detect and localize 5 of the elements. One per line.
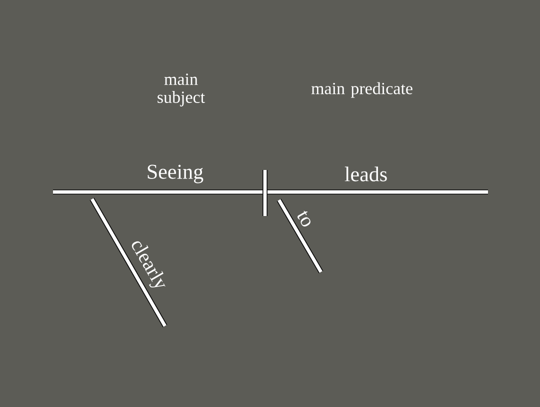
word-label: Seeing: [148, 164, 204, 184]
word-label: leads: [344, 166, 387, 182]
heading-label: main subject: [158, 74, 205, 106]
heading-label: main predicate: [311, 82, 412, 98]
word-label: to: [297, 210, 310, 226]
